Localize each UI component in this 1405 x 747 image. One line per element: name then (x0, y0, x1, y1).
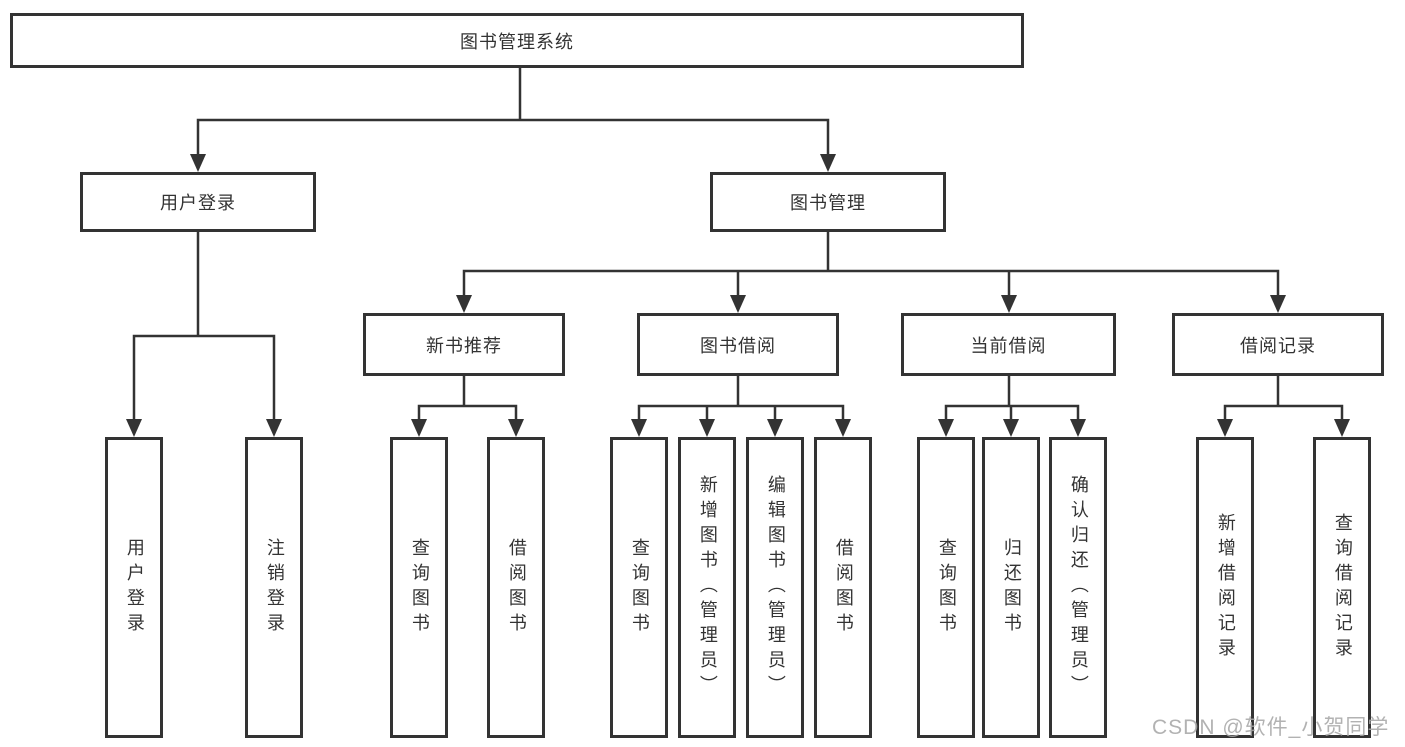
arrowhead-icon (508, 419, 524, 437)
leaf-query-borrow-record: 查询借阅记录 (1313, 437, 1371, 738)
leaf-logout: 注销登录 (245, 437, 303, 738)
node-label: 图书借阅 (700, 335, 776, 356)
node-label: 新增图书（管理员） (697, 475, 718, 700)
node-label: 借阅图书 (833, 537, 854, 638)
arrowhead-icon (631, 419, 647, 437)
arrowhead-icon (699, 419, 715, 437)
leaf-user-login: 用户登录 (105, 437, 163, 738)
node-book-management: 图书管理 (710, 172, 946, 232)
arrowhead-icon (835, 419, 851, 437)
arrowhead-icon (126, 419, 142, 437)
node-label: 图书管理 (790, 193, 866, 213)
arrowhead-icon (938, 419, 954, 437)
leaf-add-borrow-record: 新增借阅记录 (1196, 437, 1254, 738)
node-label: 用户登录 (160, 193, 236, 213)
node-label: 新书推荐 (426, 335, 502, 356)
arrowhead-icon (1217, 419, 1233, 437)
connector-records-to-leaves (1217, 374, 1350, 437)
arrowhead-icon (820, 154, 836, 172)
leaf-query-books-borrow: 查询图书 (610, 437, 668, 738)
arrowhead-icon (1003, 419, 1019, 437)
arrowhead-icon (1001, 295, 1017, 313)
node-label: 归还图书 (1001, 537, 1022, 638)
node-label: 编辑图书（管理员） (765, 475, 786, 700)
node-label: 借阅记录 (1240, 335, 1316, 356)
leaf-borrow-books-recommend: 借阅图书 (487, 437, 545, 738)
leaf-query-books-current: 查询图书 (917, 437, 975, 738)
node-label: 注销登录 (264, 537, 285, 638)
leaf-confirm-return-admin: 确认归还（管理员） (1049, 437, 1107, 738)
leaf-query-books-recommend: 查询图书 (390, 437, 448, 738)
arrowhead-icon (1334, 419, 1350, 437)
node-label: 查询借阅记录 (1332, 512, 1353, 663)
node-book-borrow: 图书借阅 (637, 313, 839, 376)
arrowhead-icon (1070, 419, 1086, 437)
node-new-book-recommend: 新书推荐 (363, 313, 565, 376)
node-root-system: 图书管理系统 (10, 13, 1024, 68)
leaf-borrow-books: 借阅图书 (814, 437, 872, 738)
connector-recommend-to-leaves (411, 374, 524, 437)
arrowhead-icon (190, 154, 206, 172)
arrowhead-icon (411, 419, 427, 437)
connector-borrow-to-leaves (631, 374, 851, 437)
connector-bookmgmt-to-level3 (456, 230, 1286, 313)
arrowhead-icon (1270, 295, 1286, 313)
node-label: 当前借阅 (970, 335, 1047, 356)
arrowhead-icon (730, 295, 746, 313)
connector-userlogin-to-leaves (126, 230, 282, 437)
connector-root-to-level2 (190, 66, 836, 172)
arrowhead-icon (456, 295, 472, 313)
node-label: 借阅图书 (506, 537, 527, 638)
leaf-return-books: 归还图书 (982, 437, 1040, 738)
node-borrow-records: 借阅记录 (1172, 313, 1384, 376)
arrowhead-icon (266, 419, 282, 437)
node-label: 查询图书 (629, 537, 650, 638)
node-label: 确认归还（管理员） (1068, 475, 1089, 700)
node-label: 图书管理系统 (460, 31, 574, 52)
leaf-add-book-admin: 新增图书（管理员） (678, 437, 736, 738)
csdn-watermark: CSDN @软件_小贺同学 (1152, 716, 1390, 739)
arrowhead-icon (767, 419, 783, 437)
leaf-edit-book-admin: 编辑图书（管理员） (746, 437, 804, 738)
node-label: 新增借阅记录 (1215, 512, 1236, 663)
node-label: 用户登录 (124, 537, 145, 638)
node-label: 查询图书 (409, 537, 430, 638)
connector-current-to-leaves (938, 374, 1086, 437)
node-label: 查询图书 (936, 537, 957, 638)
node-user-login: 用户登录 (80, 172, 316, 232)
node-current-borrow: 当前借阅 (901, 313, 1116, 376)
